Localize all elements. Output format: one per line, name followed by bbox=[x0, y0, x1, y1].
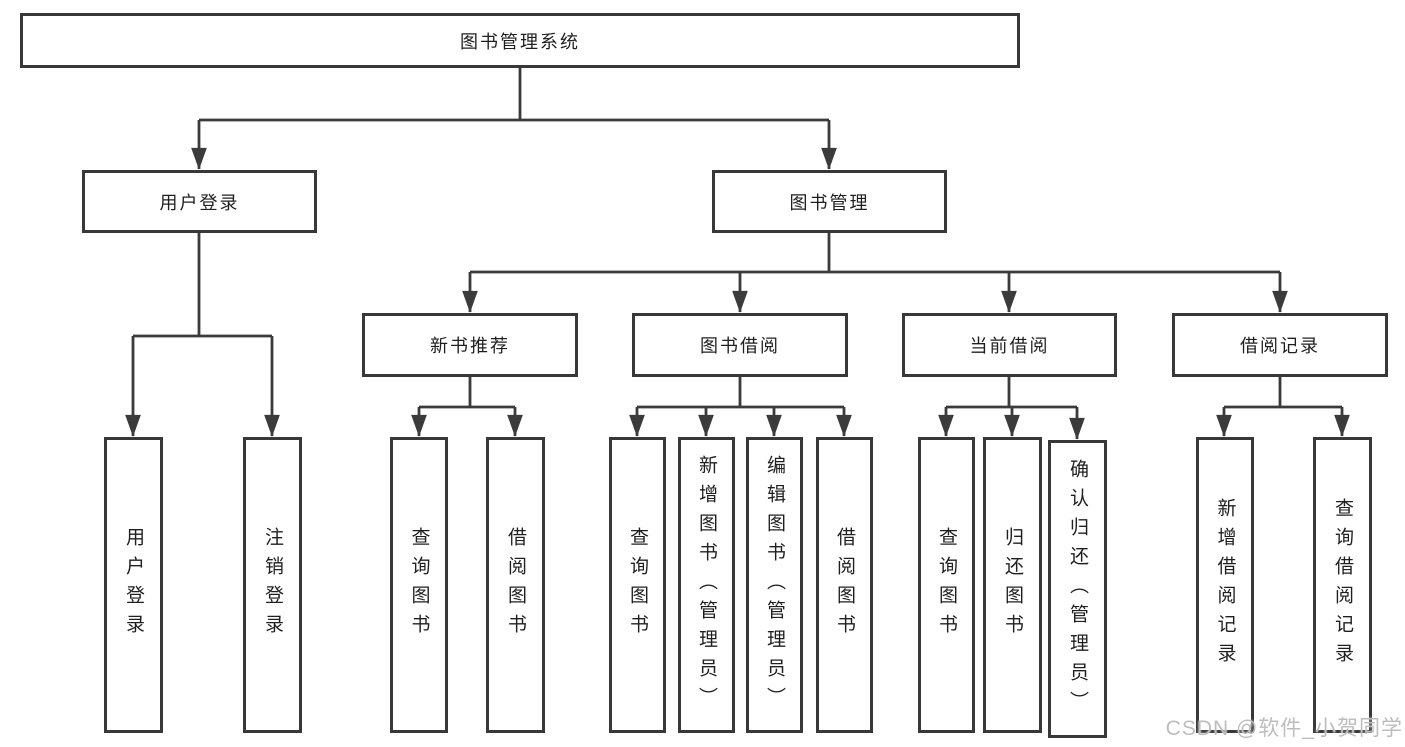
leaf-user-login: 用户登录 bbox=[104, 437, 163, 733]
node-user-login: 用户登录 bbox=[82, 170, 317, 233]
csdn-watermark: CSDN @软件_小贺同学 bbox=[1165, 717, 1403, 740]
leaf-logout: 注销登录 bbox=[243, 437, 302, 733]
leaf-add-borrow-record: 新增借阅记录 bbox=[1196, 437, 1254, 733]
leaf-return-books: 归还图书 bbox=[983, 437, 1042, 733]
node-borrowing-records: 借阅记录 bbox=[1172, 313, 1388, 377]
leaf-edit-books-admin: 编辑图书（管理员） bbox=[746, 437, 803, 733]
node-root: 图书管理系统 bbox=[20, 13, 1020, 68]
leaf-add-books-admin: 新增图书（管理员） bbox=[678, 437, 735, 733]
leaf-confirm-return-admin: 确认归还（管理员） bbox=[1048, 440, 1107, 738]
node-current-borrowing: 当前借阅 bbox=[902, 313, 1117, 377]
leaf-borrow-books-recommend: 借阅图书 bbox=[486, 437, 545, 733]
leaf-borrow-books-borrowing: 借阅图书 bbox=[816, 437, 873, 733]
connector-rails bbox=[133, 68, 1342, 409]
node-book-management: 图书管理 bbox=[712, 170, 947, 233]
leaf-query-books-borrowing: 查询图书 bbox=[609, 437, 666, 733]
node-book-borrowing: 图书借阅 bbox=[632, 313, 848, 377]
leaf-query-books-current: 查询图书 bbox=[918, 437, 975, 733]
leaf-query-borrow-record: 查询借阅记录 bbox=[1313, 437, 1372, 733]
node-new-book-recommend: 新书推荐 bbox=[362, 313, 578, 377]
leaf-query-books-recommend: 查询图书 bbox=[390, 437, 448, 733]
